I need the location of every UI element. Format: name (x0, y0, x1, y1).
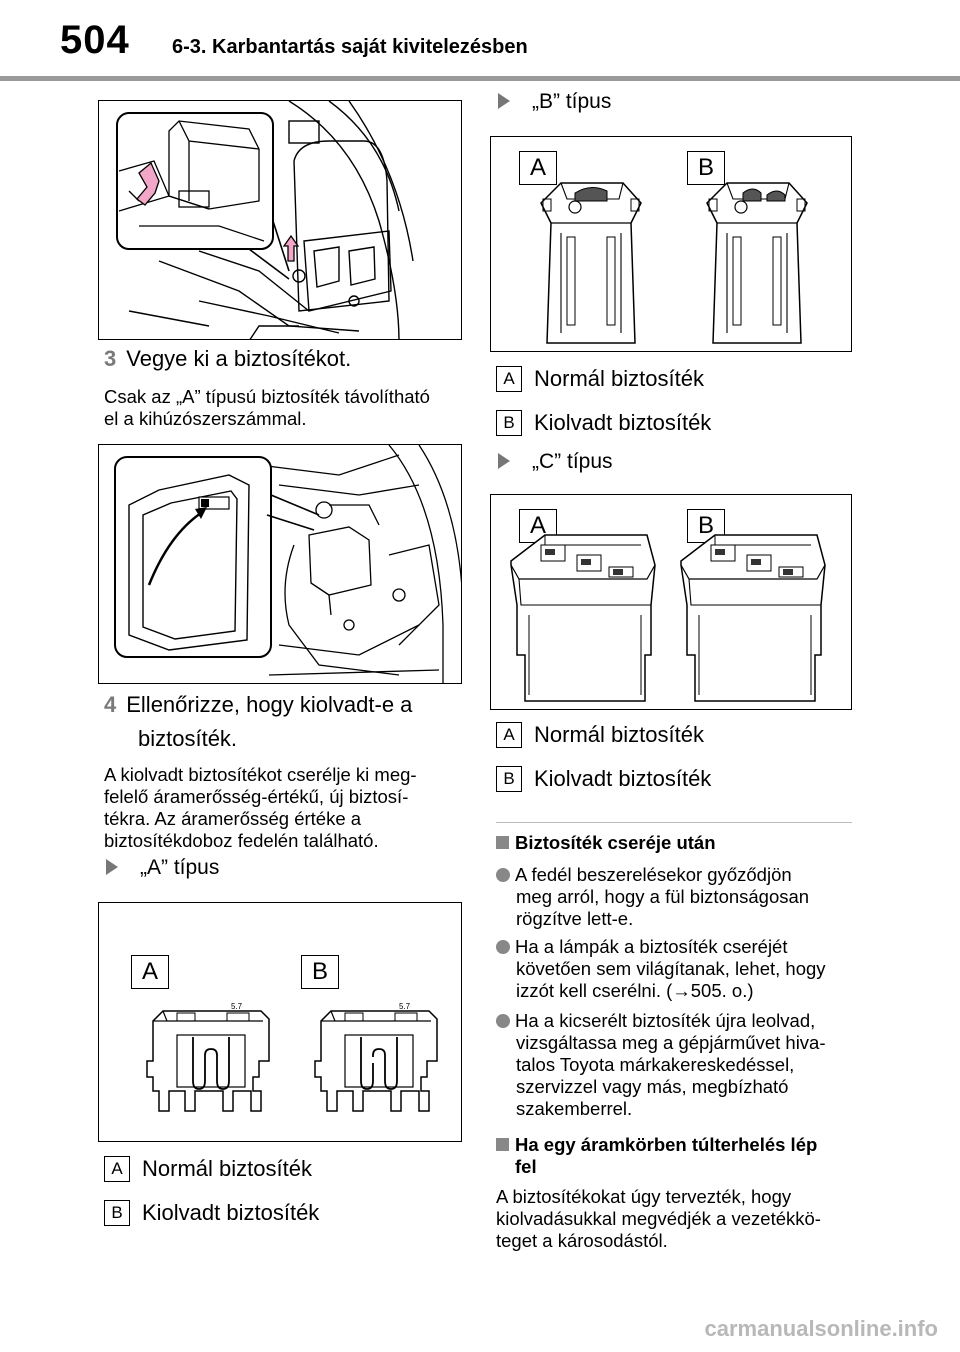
legend-text: Kiolvadt biztosíték (534, 410, 712, 435)
type-b-heading: „B” típus (498, 90, 611, 114)
legend-badge-a: A (496, 722, 522, 748)
text-line: vizsgáltassa meg a gépjárművet hiva- (516, 1032, 826, 1053)
arrow-icon (106, 859, 118, 875)
note-heading-text: Ha egy áramkörben túlterhelés lép (515, 1134, 818, 1155)
type-c-fuse-figure: A B (490, 494, 852, 710)
fuse-rating-label: 5.7 (231, 1002, 243, 1011)
text-line: meg arról, hogy a fül biztonságosan (516, 886, 810, 907)
round-bullet-icon (496, 1014, 510, 1028)
legend-badge-a: A (104, 1156, 130, 1182)
note-bullet-1: A fedél beszerelésekor győződjön meg arr… (496, 864, 856, 930)
type-a-heading: „A” típus (106, 856, 219, 880)
text-line: rögzítve lett-e. (516, 908, 634, 929)
legend-badge-a: A (496, 366, 522, 392)
legend-badge-b: B (496, 410, 522, 436)
text-line: szervizzel vagy más, megbízható (516, 1076, 789, 1097)
page-number: 504 (60, 18, 130, 62)
square-bullet-icon (496, 836, 509, 849)
text-line: kiolvadásukkal megvédjék a vezetékkö- (496, 1208, 821, 1229)
type-c-title: „C” típus (532, 450, 613, 473)
notes-divider (496, 822, 852, 823)
legend-text: Kiolvadt biztosíték (534, 766, 712, 791)
text-line: A fedél beszerelésekor győződjön (515, 864, 792, 885)
type-c-heading: „C” típus (498, 450, 613, 474)
text-line: szakemberrel. (516, 1098, 633, 1119)
overload-paragraph: A biztosítékokat úgy tervezték, hogy kio… (496, 1186, 856, 1252)
page-reference-link[interactable]: izzót kell cserélni. (→505. o.) (516, 980, 754, 1001)
text-line: A biztosítékokat úgy tervezték, hogy (496, 1186, 792, 1207)
legend-text: Normál biztosíték (534, 722, 704, 747)
note-bullet-3: Ha a kicserélt biztosíték újra leolvad, … (496, 1010, 856, 1120)
round-bullet-icon (496, 940, 510, 954)
header-divider (0, 76, 960, 81)
text-line: teget a károsodástól. (496, 1230, 668, 1251)
fuse-box-illustration (98, 100, 462, 340)
step-text: Ellenőrizze, hogy kiolvadt-e a (126, 692, 413, 717)
figure-label-b: B (301, 955, 339, 989)
figure-label-a: A (131, 955, 169, 989)
note-heading-text: Biztosíték cseréje után (515, 832, 716, 853)
text-line: tékra. Az áramerősség értéke a (104, 808, 362, 829)
type-a-title: „A” típus (140, 856, 220, 879)
legend-text: Normál biztosíték (534, 366, 704, 391)
square-bullet-icon (496, 1138, 509, 1151)
arrow-icon (498, 453, 510, 469)
note-bullet-2: Ha a lámpák a biztosíték cseréjét követő… (496, 936, 856, 1002)
legend-text: Kiolvadt biztosíték (142, 1200, 320, 1225)
type-b-legend-b: B Kiolvadt biztosíték (496, 410, 711, 436)
text-line: Ha a kicserélt biztosíték újra leolvad, (515, 1010, 816, 1031)
section-title: 6-3. Karbantartás saját kivitelezésben (172, 36, 528, 58)
step-4: 4 Ellenőrizze, hogy kiolvadt-e a biztosít… (104, 688, 412, 756)
arrow-icon (498, 93, 510, 109)
step-number: 4 (104, 692, 117, 717)
text-line: felelő áramerősség-értékű, új biztosí- (104, 786, 409, 807)
type-a-legend-a: A Normál biztosíték (104, 1156, 312, 1182)
figure-label-a: A (519, 151, 557, 185)
step-text-cont: biztosíték. (138, 726, 238, 751)
text-line: el a kihúzószerszámmal. (104, 408, 307, 429)
type-c-legend-a: A Normál biztosíték (496, 722, 704, 748)
note-heading-overload: Ha egy áramkörben túlterhelés lép fel (496, 1134, 856, 1178)
legend-text: Normál biztosíték (142, 1156, 312, 1181)
step-3: 3 Vegye ki a biztosítékot. (104, 342, 351, 376)
round-bullet-icon (496, 868, 510, 882)
text-line: követően sem világítanak, lehet, hogy (516, 958, 826, 979)
note-heading-after-replacement: Biztosíték cseréje után (496, 832, 716, 854)
type-b-legend-a: A Normál biztosíték (496, 366, 704, 392)
note-heading-text: fel (515, 1156, 537, 1177)
type-a-legend-b: B Kiolvadt biztosíték (104, 1200, 319, 1226)
step-4-description: A kiolvadt biztosítékot cserélje ki meg-… (104, 764, 417, 852)
figure-label-b: B (687, 151, 725, 185)
fuse-puller-illustration (98, 444, 462, 684)
type-a-fuse-figure: A B 5.7 5.7 (98, 902, 462, 1142)
type-b-fuse-figure: A B (490, 136, 852, 352)
text-line: talos Toyota márkakereskedéssel, (516, 1054, 795, 1075)
legend-badge-b: B (104, 1200, 130, 1226)
legend-badge-b: B (496, 766, 522, 792)
type-b-title: „B” típus (532, 90, 612, 113)
step-3-note: Csak az „A” típusú biztosíték távolíthat… (104, 386, 430, 430)
fuse-rating-label: 5.7 (399, 1002, 411, 1011)
text-line: A kiolvadt biztosítékot cserélje ki meg- (104, 764, 417, 785)
text-line: Ha a lámpák a biztosíték cseréjét (515, 936, 788, 957)
step-text: Vegye ki a biztosítékot. (126, 346, 352, 371)
type-c-legend-b: B Kiolvadt biztosíték (496, 766, 711, 792)
watermark: carmanualsonline.info (704, 1316, 939, 1341)
text-line: Csak az „A” típusú biztosíték távolíthat… (104, 386, 430, 407)
step-number: 3 (104, 346, 117, 371)
text-line: biztosítékdoboz fedelén található. (104, 830, 379, 851)
